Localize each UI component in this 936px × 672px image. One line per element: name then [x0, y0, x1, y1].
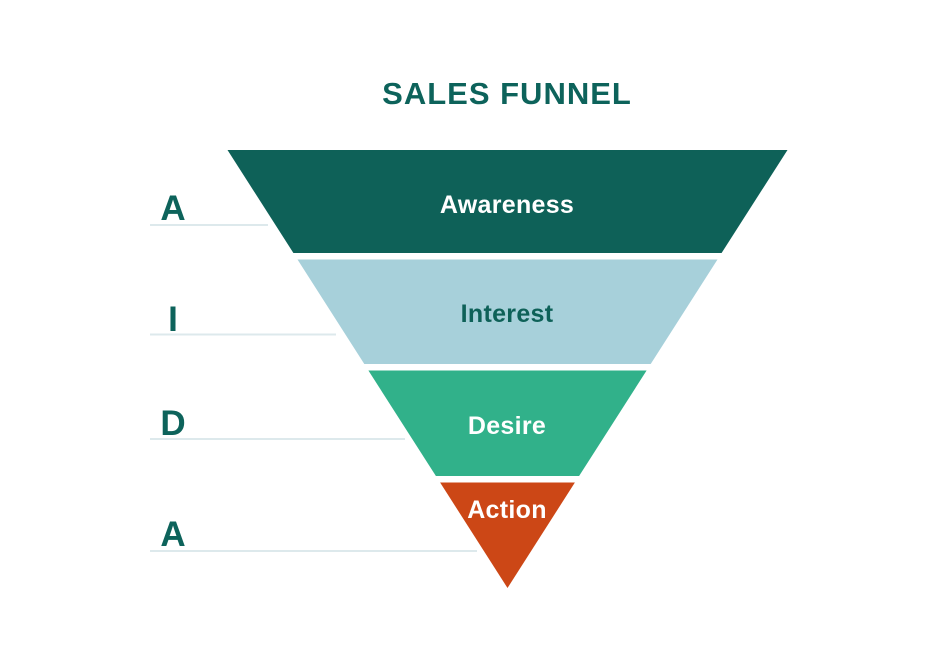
aida-letter-awareness: A — [160, 189, 185, 228]
funnel-stage-awareness — [227, 150, 788, 253]
funnel-stage-label-action: Action — [467, 496, 547, 524]
funnel-stage-label-desire: Desire — [468, 412, 546, 440]
funnel-stage-action — [440, 482, 575, 588]
aida-letter-desire: D — [160, 404, 185, 443]
page-title: SALES FUNNEL — [382, 76, 632, 111]
aida-letter-action: A — [160, 515, 185, 554]
aida-letter-interest: I — [168, 300, 178, 339]
funnel-stage-label-interest: Interest — [461, 300, 554, 328]
funnel-stage-desire — [368, 370, 647, 476]
funnel-stage-interest — [297, 259, 718, 364]
funnel-stage-label-awareness: Awareness — [440, 191, 574, 219]
